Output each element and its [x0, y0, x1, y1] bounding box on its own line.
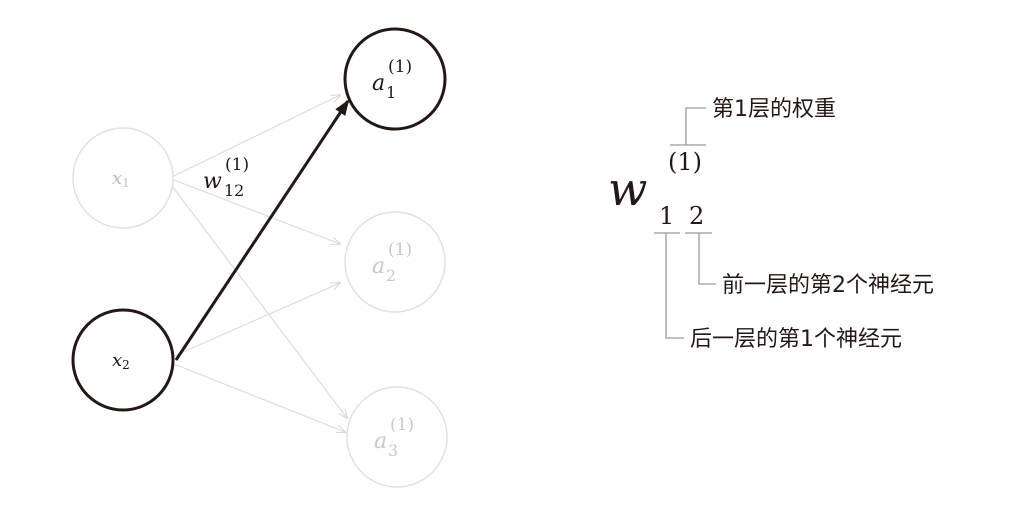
svg-text:(1): (1) — [390, 415, 414, 435]
label-x1: x1 — [112, 168, 130, 190]
edge-x2-a3 — [173, 363, 345, 432]
notation-sup: (1) — [668, 148, 702, 176]
annotation-lines — [654, 107, 716, 339]
svg-text:(1): (1) — [388, 240, 412, 260]
edge-x2-a1 — [174, 99, 350, 361]
edge-x1-a3 — [171, 185, 347, 418]
edge-x1-a1 — [173, 95, 340, 177]
notation-var: w — [608, 162, 647, 216]
label-x2: x2 — [112, 350, 130, 372]
svg-text:12: 12 — [224, 181, 244, 200]
node-a2 — [344, 211, 446, 313]
svg-text:w: w — [203, 169, 222, 194]
label-next-neuron: 后一层的第1个神经元 — [690, 327, 902, 352]
label-layer-weight: 第1层的权重 — [712, 97, 836, 122]
node-a3 — [346, 386, 448, 488]
node-a1 — [343, 27, 447, 131]
label-a3: a (1) 3 — [374, 415, 414, 460]
edge-weight-label: w (1) 12 — [203, 155, 249, 200]
svg-text:a: a — [374, 429, 387, 454]
label-a2: a (1) 2 — [372, 240, 412, 285]
edge-x1-a2 — [173, 179, 340, 244]
node-x2 — [71, 308, 175, 412]
weight-notation: w (1) 1 2 第1层的权重 前一层的第2个神经元 后一层的第1个神经元 — [608, 97, 934, 352]
svg-text:(1): (1) — [225, 155, 249, 175]
svg-text:3: 3 — [388, 441, 398, 460]
svg-text:2: 2 — [386, 266, 396, 285]
notation-sub-first: 1 — [659, 202, 674, 230]
label-a1: a (1) 1 — [372, 57, 412, 102]
svg-text:1: 1 — [386, 83, 396, 102]
edge-x2-a2 — [173, 283, 340, 357]
svg-text:(1): (1) — [388, 57, 412, 77]
node-x1 — [72, 127, 174, 229]
notation-sub-second: 2 — [689, 202, 704, 230]
label-prev-neuron: 前一层的第2个神经元 — [722, 273, 934, 298]
svg-text:a: a — [372, 254, 385, 279]
svg-text:a: a — [372, 71, 385, 96]
